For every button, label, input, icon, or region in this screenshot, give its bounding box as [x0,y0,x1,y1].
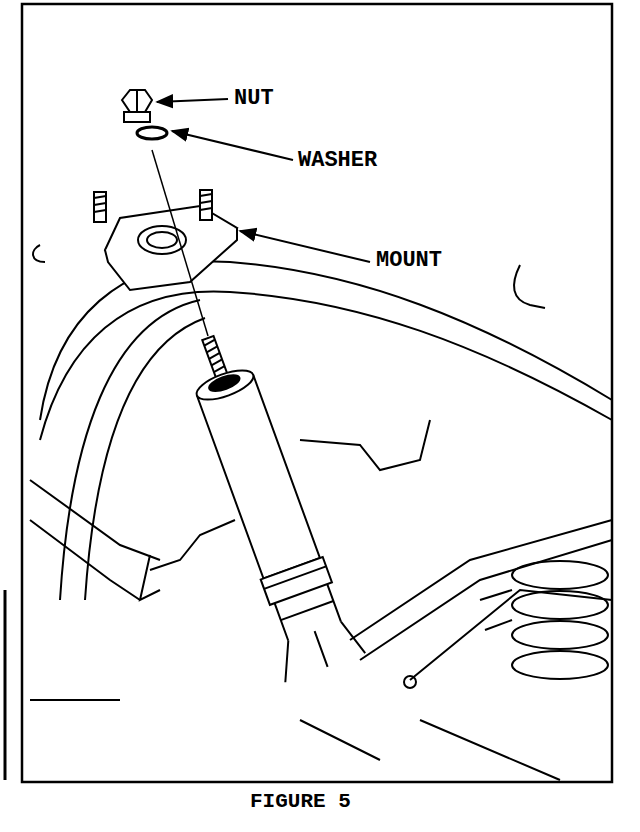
wheel-arch-inner [40,291,612,440]
inner-panel [300,420,430,470]
nut [122,90,152,122]
bracket [140,555,160,600]
leader-line [157,99,228,102]
coil-spring [480,561,608,679]
body-detail [514,265,545,308]
body-detail [33,245,45,262]
assembly-axis [152,150,208,336]
bushing [404,676,416,688]
arch-flange-inner [85,318,205,600]
part-label: NUT [234,88,274,110]
lower-arm [360,540,612,660]
shock-absorber [166,324,366,682]
frame-rail [150,520,235,570]
part-label: MOUNT [376,250,442,272]
page-edge [4,590,7,780]
washer [137,127,167,139]
frame-rail [30,520,140,600]
part-label: WASHER [298,150,377,172]
arch-flange [60,300,200,600]
lower-arm [410,590,612,680]
leader-line [172,131,293,160]
upper-mount [94,190,237,290]
frame-rail [30,480,160,560]
frame [22,4,612,782]
underbody [30,700,560,780]
leader-line [240,231,370,262]
figure-caption: FIGURE 5 [250,791,351,812]
